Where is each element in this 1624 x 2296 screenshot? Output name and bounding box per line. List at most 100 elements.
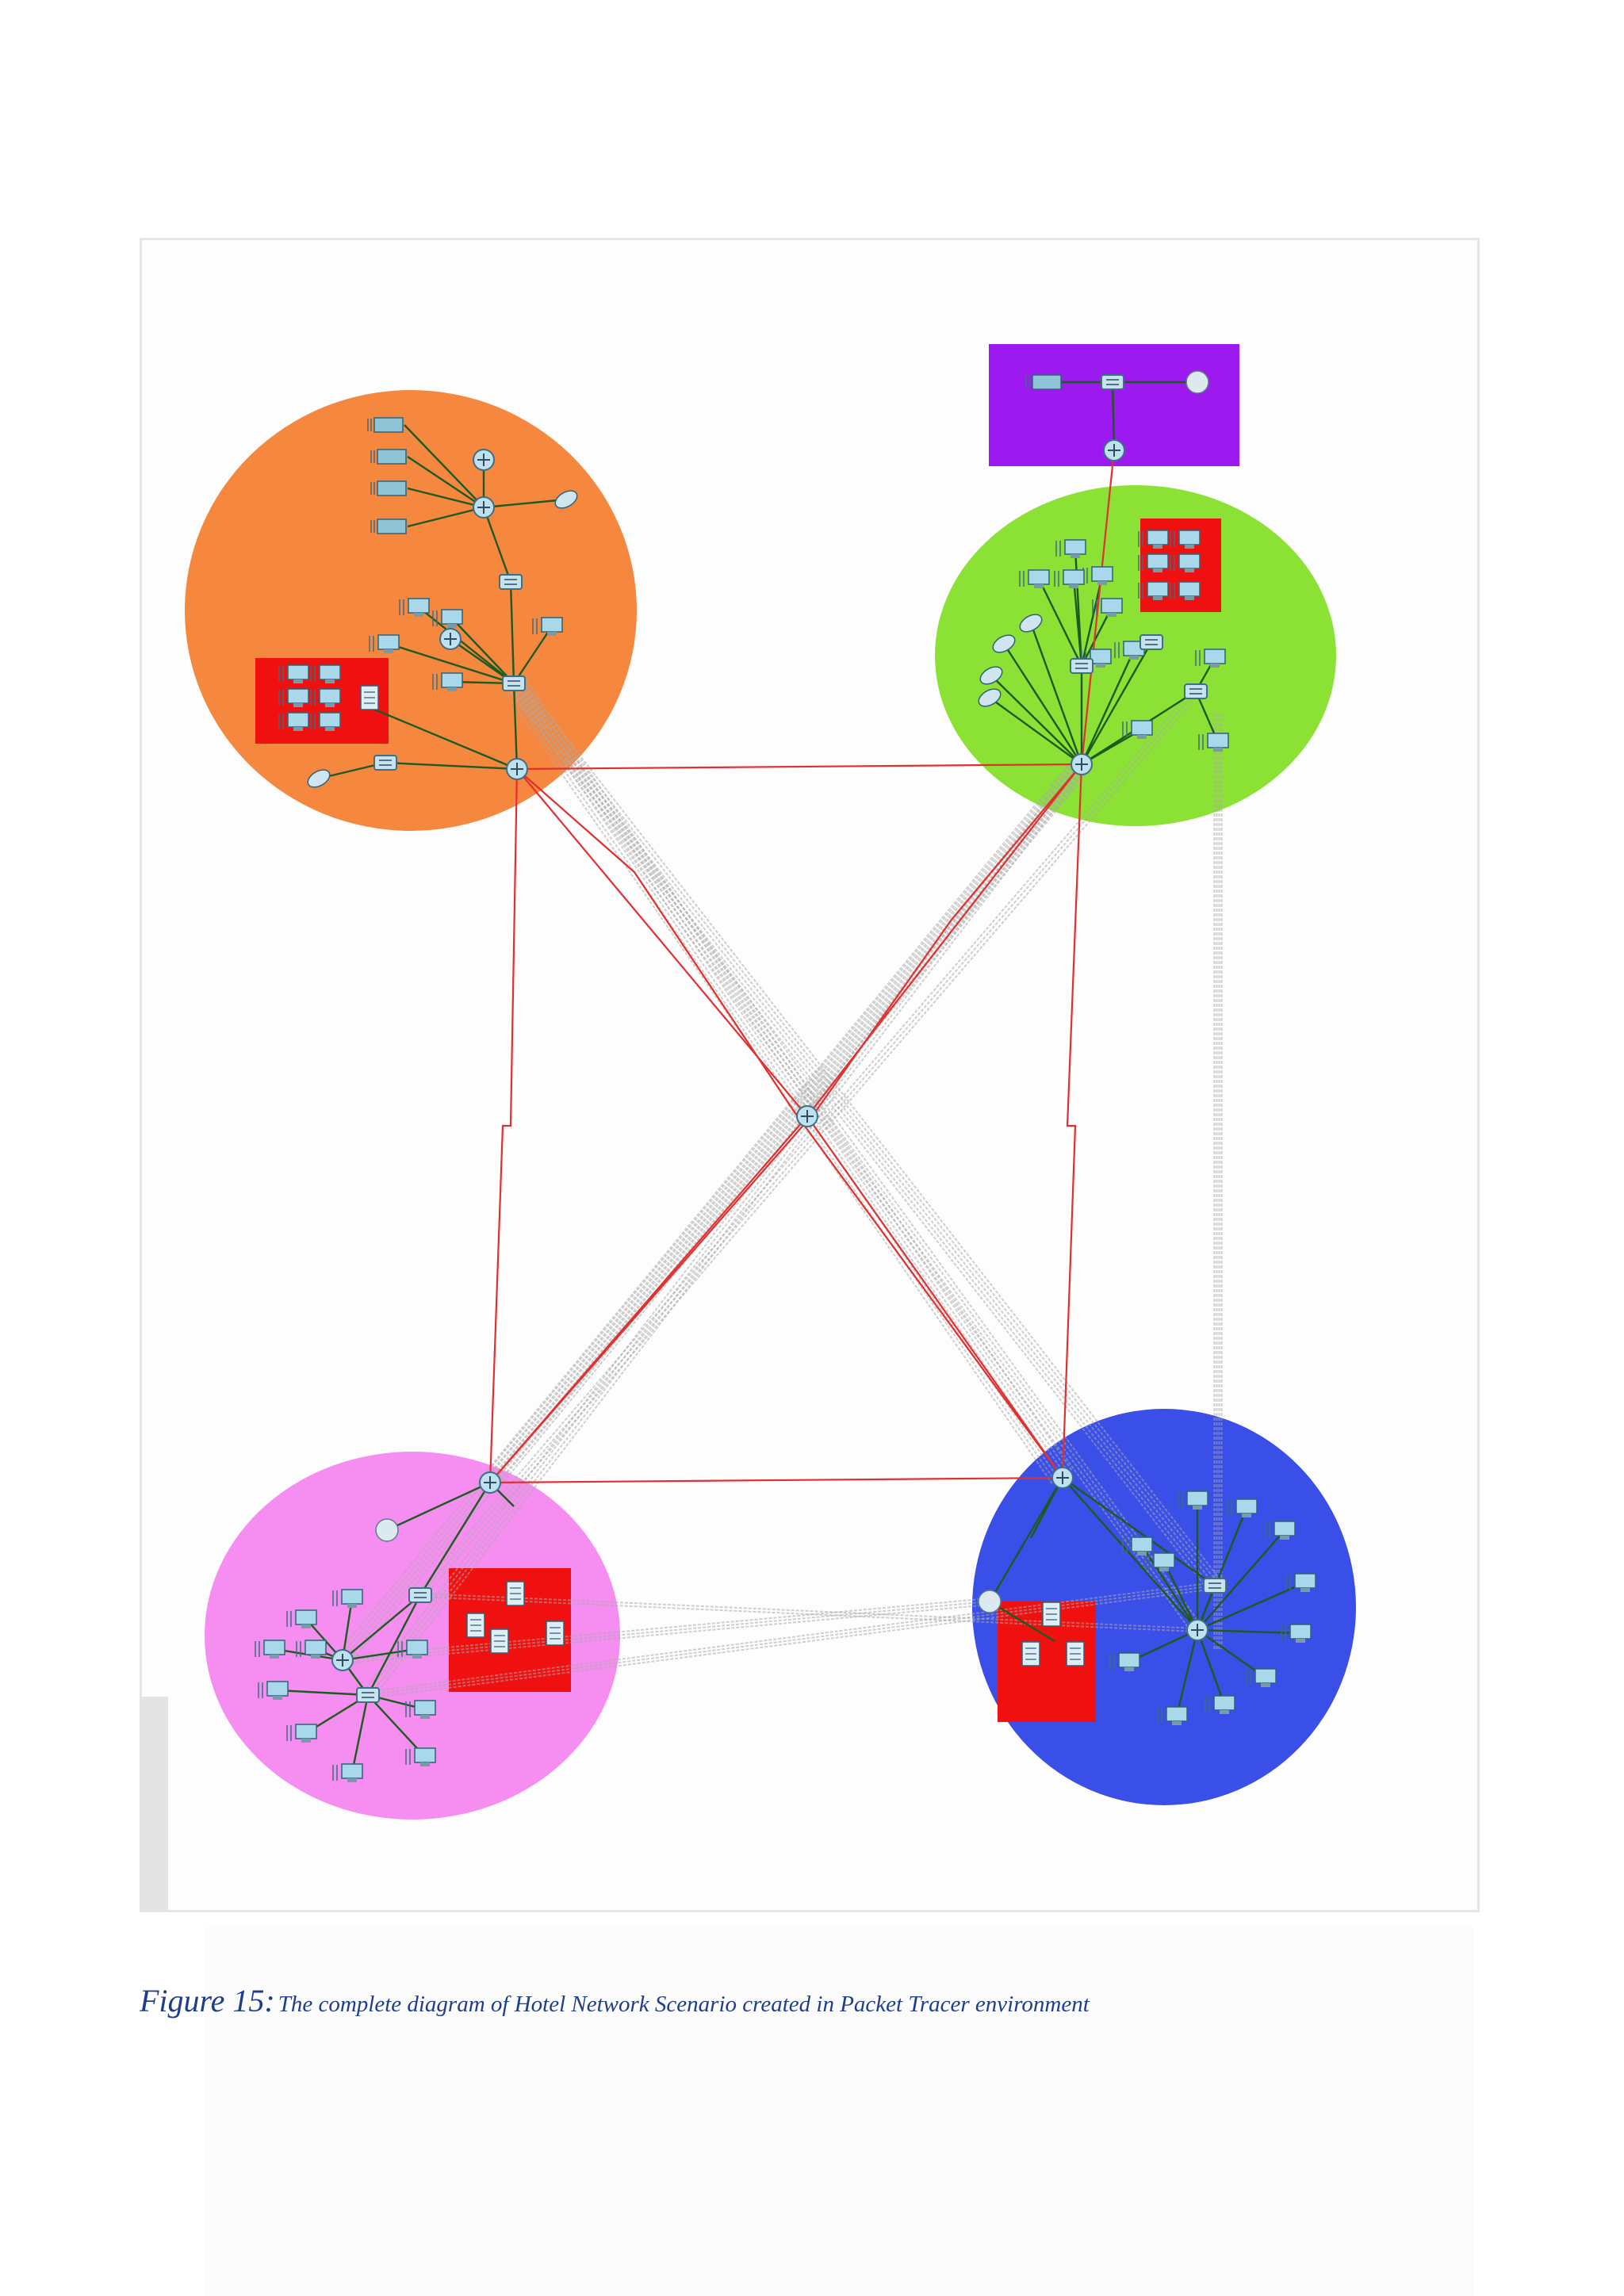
- pc-icon[interactable]: [1109, 1652, 1140, 1671]
- server-icon[interactable]: [546, 1621, 565, 1646]
- router-icon[interactable]: [479, 1471, 501, 1494]
- server-icon[interactable]: [1042, 1601, 1061, 1627]
- pc-icon[interactable]: [286, 1609, 317, 1628]
- pc-icon[interactable]: [432, 672, 463, 691]
- switch-icon[interactable]: [499, 574, 523, 590]
- phone-icon[interactable]: [978, 664, 1005, 688]
- pc-icon[interactable]: [286, 1724, 317, 1743]
- pc-icon[interactable]: [432, 609, 463, 628]
- pc-icon[interactable]: [310, 688, 341, 707]
- pc-icon[interactable]: [1122, 720, 1153, 739]
- pc-icon[interactable]: [278, 712, 309, 731]
- pc-icon[interactable]: [1019, 569, 1050, 588]
- pc-icon[interactable]: [332, 1763, 363, 1782]
- trunk-link: [342, 763, 1082, 1661]
- pc-icon[interactable]: [1114, 641, 1145, 660]
- switch-icon[interactable]: [1203, 1578, 1227, 1594]
- phone-icon[interactable]: [1017, 611, 1045, 636]
- router-icon[interactable]: [439, 628, 462, 650]
- switch-icon[interactable]: [1184, 683, 1208, 699]
- pc-icon[interactable]: [310, 664, 341, 683]
- access-link: [1196, 1507, 1248, 1631]
- router-icon[interactable]: [331, 1649, 354, 1671]
- pc-icon[interactable]: [332, 1589, 363, 1608]
- printer-icon[interactable]: [370, 519, 407, 534]
- pc-icon[interactable]: [1170, 581, 1201, 600]
- access-link: [1029, 622, 1083, 765]
- access-link: [1197, 1628, 1301, 1635]
- access-link: [1128, 1628, 1198, 1663]
- pc-icon[interactable]: [1285, 1573, 1316, 1592]
- pc-icon[interactable]: [1122, 1536, 1153, 1556]
- server-icon[interactable]: [1021, 1641, 1040, 1667]
- pc-icon[interactable]: [1144, 1552, 1175, 1571]
- trunk-link: [335, 759, 1077, 1656]
- pc-icon[interactable]: [1265, 1521, 1296, 1540]
- pc-icon[interactable]: [258, 1681, 289, 1700]
- router-icon[interactable]: [506, 758, 528, 780]
- access-link: [1080, 649, 1136, 765]
- printer-icon[interactable]: [1025, 374, 1062, 390]
- server-icon[interactable]: [360, 685, 379, 710]
- pc-icon[interactable]: [1170, 553, 1201, 572]
- switch-icon[interactable]: [1070, 658, 1094, 674]
- pc-icon[interactable]: [255, 1640, 285, 1659]
- pc-icon[interactable]: [296, 1640, 327, 1659]
- server-icon[interactable]: [466, 1613, 485, 1638]
- pc-icon[interactable]: [1170, 530, 1201, 549]
- printer-icon[interactable]: [370, 449, 407, 465]
- phone-icon[interactable]: [990, 632, 1018, 656]
- router-icon[interactable]: [1051, 1467, 1074, 1489]
- router-icon[interactable]: [796, 1105, 818, 1127]
- pc-icon[interactable]: [1138, 553, 1169, 572]
- pc-icon[interactable]: [1281, 1624, 1312, 1643]
- pc-icon[interactable]: [1246, 1668, 1277, 1687]
- server-icon[interactable]: [506, 1581, 525, 1606]
- switch-icon[interactable]: [502, 675, 526, 691]
- serial-link-8: [806, 1115, 1063, 1479]
- access-link: [512, 683, 519, 770]
- pc-icon[interactable]: [1054, 569, 1085, 588]
- pc-icon[interactable]: [1205, 1695, 1235, 1714]
- pc-icon[interactable]: [1198, 733, 1229, 752]
- access-link: [988, 1477, 1064, 1602]
- pc-icon[interactable]: [1157, 1706, 1188, 1725]
- pc-icon[interactable]: [1195, 649, 1226, 668]
- phone-icon[interactable]: [976, 686, 1004, 710]
- pc-icon[interactable]: [399, 598, 430, 617]
- phone-icon[interactable]: [553, 488, 580, 512]
- switch-icon[interactable]: [356, 1687, 380, 1703]
- pc-icon[interactable]: [1092, 598, 1123, 617]
- serial-link-2: [488, 768, 519, 1483]
- server-icon[interactable]: [1066, 1641, 1085, 1667]
- pc-icon[interactable]: [1138, 530, 1169, 549]
- pc-icon[interactable]: [278, 664, 309, 683]
- pc-icon[interactable]: [278, 688, 309, 707]
- switch-icon[interactable]: [408, 1587, 432, 1603]
- trunk-link: [339, 761, 1079, 1659]
- pc-icon[interactable]: [1138, 581, 1169, 600]
- switch-icon[interactable]: [1101, 374, 1124, 390]
- switch-icon[interactable]: [1139, 634, 1163, 650]
- router-icon[interactable]: [1103, 439, 1125, 461]
- pc-icon[interactable]: [1178, 1490, 1208, 1510]
- phone-icon[interactable]: [305, 767, 333, 791]
- pc-icon[interactable]: [397, 1640, 428, 1659]
- pc-icon[interactable]: [405, 1700, 436, 1719]
- router-icon[interactable]: [473, 449, 495, 471]
- access-link: [1196, 1629, 1226, 1705]
- router-icon[interactable]: [473, 496, 495, 519]
- printer-icon[interactable]: [367, 417, 404, 433]
- pc-icon[interactable]: [1055, 539, 1086, 558]
- pc-icon[interactable]: [532, 617, 563, 636]
- pc-icon[interactable]: [310, 712, 341, 731]
- pc-icon[interactable]: [1227, 1498, 1258, 1517]
- pc-icon[interactable]: [369, 634, 400, 653]
- printer-icon[interactable]: [370, 480, 407, 496]
- trunk-link: [372, 767, 1087, 1700]
- router-icon[interactable]: [1071, 753, 1093, 775]
- switch-icon[interactable]: [373, 755, 397, 771]
- router-icon[interactable]: [1186, 1619, 1208, 1641]
- server-icon[interactable]: [490, 1628, 509, 1654]
- pc-icon[interactable]: [405, 1747, 436, 1766]
